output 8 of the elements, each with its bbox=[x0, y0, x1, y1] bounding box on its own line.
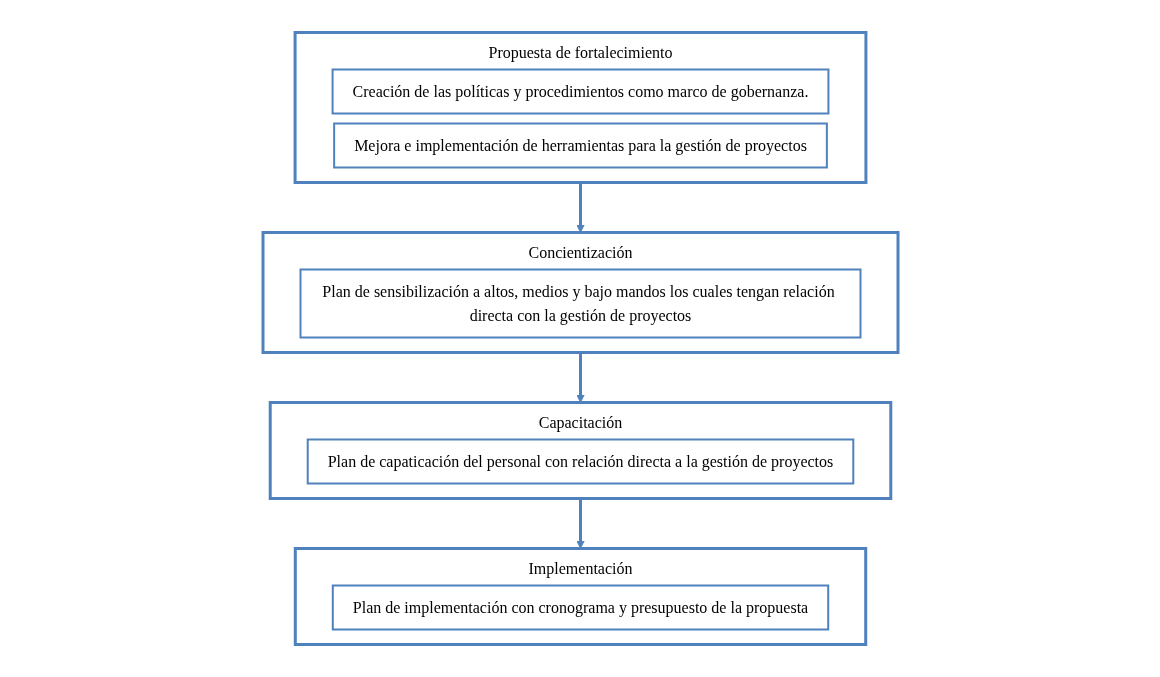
arrow bbox=[575, 352, 585, 403]
arrow bbox=[575, 182, 585, 233]
node-box: Plan de capaticación del personal con relación directa a la gestión de proyectos bbox=[306, 438, 854, 485]
node-box: Plan de sensibilización a altos, medios y bajo mandos los cuales tengan relación directa con la gestión de proyectos bbox=[299, 268, 861, 339]
node-box: Mejora e implementación de herramientas para la gestión de proyectos bbox=[332, 122, 828, 169]
arrow bbox=[575, 498, 585, 549]
node-box: Creación de las políticas y procedimientos como marco de gobernanza. bbox=[331, 68, 829, 115]
node-box: Plan de implementación con cronograma y presupuesto de la propuesta bbox=[331, 584, 829, 631]
